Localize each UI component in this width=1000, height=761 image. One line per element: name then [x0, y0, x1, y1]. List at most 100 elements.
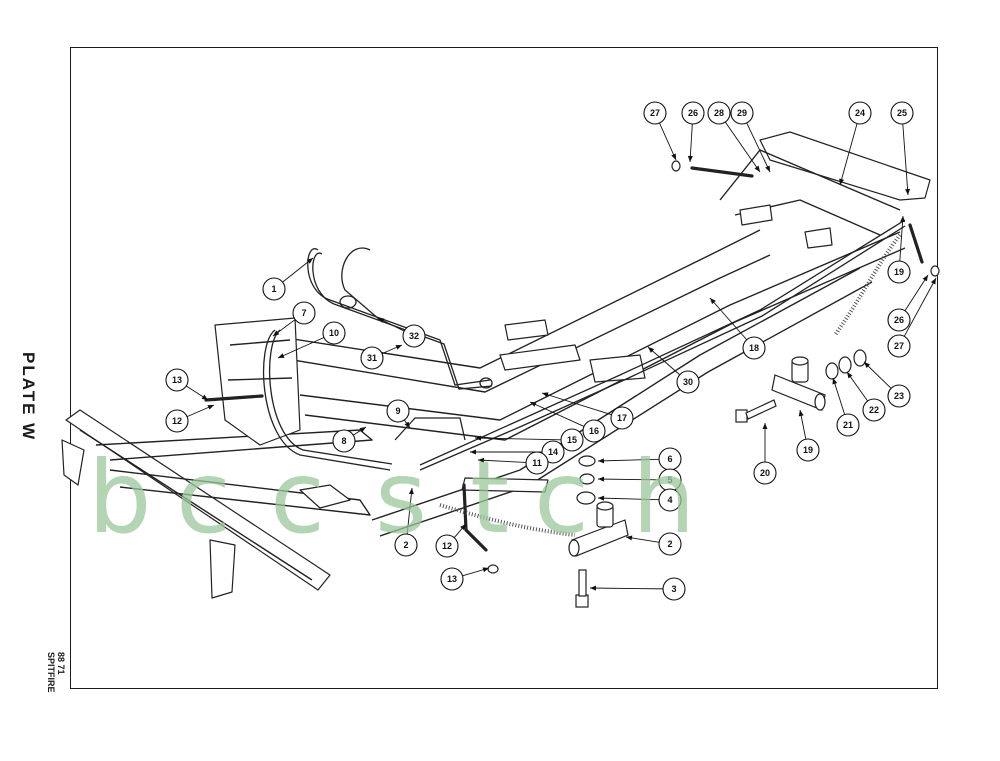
callout-number: 23 — [894, 391, 904, 401]
part-callout: 26 — [887, 308, 911, 332]
part-callout: 27 — [643, 101, 667, 125]
part-callout: 22 — [862, 398, 886, 422]
part-callout: 16 — [582, 419, 606, 443]
callout-circle — [394, 533, 418, 557]
callout-number: 25 — [897, 108, 907, 118]
part-callout: 30 — [676, 370, 700, 394]
leader-arrowhead — [542, 392, 549, 398]
callout-circle — [525, 451, 549, 475]
callout-number: 15 — [567, 435, 577, 445]
callout-circle — [262, 277, 286, 301]
part-callout: 24 — [848, 101, 872, 125]
leader-arrowhead — [201, 394, 208, 400]
leader-arrowhead — [598, 458, 605, 464]
leader-arrowhead — [408, 488, 414, 495]
callout-number: 22 — [869, 405, 879, 415]
tee-piece-front — [568, 501, 629, 557]
part-callout: 2 — [658, 532, 682, 556]
part-callout: 31 — [360, 346, 384, 370]
callout-circle — [332, 429, 356, 453]
leader-arrowhead — [710, 298, 716, 305]
leader-arrowhead — [905, 188, 911, 195]
part-callout: 21 — [836, 413, 860, 437]
leader-arrowhead — [378, 318, 385, 323]
callout-circle — [322, 321, 346, 345]
leader-line — [689, 123, 693, 163]
part-callout: 12 — [435, 534, 459, 558]
part-callout: 18 — [742, 336, 766, 360]
part-callout: 32 — [402, 324, 426, 348]
callout-number: 2 — [667, 539, 672, 549]
leader-line — [474, 437, 562, 441]
leader-arrowhead — [922, 275, 928, 282]
part-callout: 29 — [730, 101, 754, 125]
leader-arrowhead — [900, 216, 906, 223]
leader-arrowhead — [765, 165, 770, 172]
leader-line — [903, 277, 937, 337]
leader-arrowhead — [530, 402, 537, 407]
leader-lines — [185, 121, 937, 591]
part-callout: 7 — [292, 301, 316, 325]
callout-circle — [582, 419, 606, 443]
leader-arrowhead — [864, 362, 871, 368]
part-callout: 19 — [796, 438, 820, 462]
callout-circle — [435, 534, 459, 558]
tee-piece-rear — [771, 356, 826, 411]
leader-line — [477, 459, 527, 463]
callout-number: 18 — [749, 343, 759, 353]
callout-circle — [707, 101, 731, 125]
leader-arrowhead — [395, 345, 402, 350]
leader-arrowhead — [762, 423, 768, 429]
callout-number: 3 — [671, 584, 676, 594]
callout-circle — [742, 336, 766, 360]
part-callout: 14 — [541, 440, 565, 464]
callout-circle — [402, 324, 426, 348]
callout-number: 24 — [855, 108, 865, 118]
callout-number: 27 — [894, 341, 904, 351]
part-callout: 13 — [165, 368, 189, 392]
bolt-rear — [735, 399, 777, 423]
leader-arrowhead — [832, 378, 838, 385]
callout-number: 8 — [341, 436, 346, 446]
leader-line — [724, 121, 761, 173]
leader-line — [832, 377, 846, 415]
callout-circle — [440, 567, 464, 591]
leader-arrowhead — [754, 165, 760, 172]
leader-line — [863, 361, 892, 389]
callout-circle — [560, 428, 584, 452]
leader-arrowhead — [273, 330, 280, 336]
part-callout: 2 — [394, 533, 418, 557]
callout-number: 5 — [667, 475, 672, 485]
callout-circle — [360, 346, 384, 370]
leader-arrowhead — [798, 410, 804, 417]
callout-circle — [887, 308, 911, 332]
part-callout: 12 — [165, 409, 189, 433]
callout-circle — [658, 532, 682, 556]
callout-number: 28 — [714, 108, 724, 118]
part-callout: 8 — [332, 429, 356, 453]
leader-line — [659, 122, 677, 161]
leader-line — [746, 122, 771, 173]
part-callout: 15 — [560, 428, 584, 452]
part-callout: 1 — [262, 277, 286, 301]
callout-circle — [662, 577, 686, 601]
leader-line — [406, 487, 413, 535]
plate-label: PLATE W — [19, 352, 38, 442]
leader-line — [597, 497, 660, 501]
watermark-letter: c — [176, 439, 231, 556]
callout-number: 12 — [172, 416, 182, 426]
callout-number: 14 — [548, 447, 558, 457]
leader-arrowhead — [839, 178, 845, 185]
callout-number: 26 — [688, 108, 698, 118]
leader-arrowhead — [598, 476, 605, 482]
leader-line — [597, 458, 660, 462]
callout-circle — [862, 398, 886, 422]
leader-arrowhead — [598, 495, 605, 501]
leader-arrowhead — [930, 278, 936, 285]
leader-arrowhead — [475, 435, 482, 441]
callout-circle — [386, 399, 410, 423]
leader-line — [277, 337, 325, 359]
leader-line — [589, 587, 664, 590]
callout-number: 17 — [617, 413, 627, 423]
